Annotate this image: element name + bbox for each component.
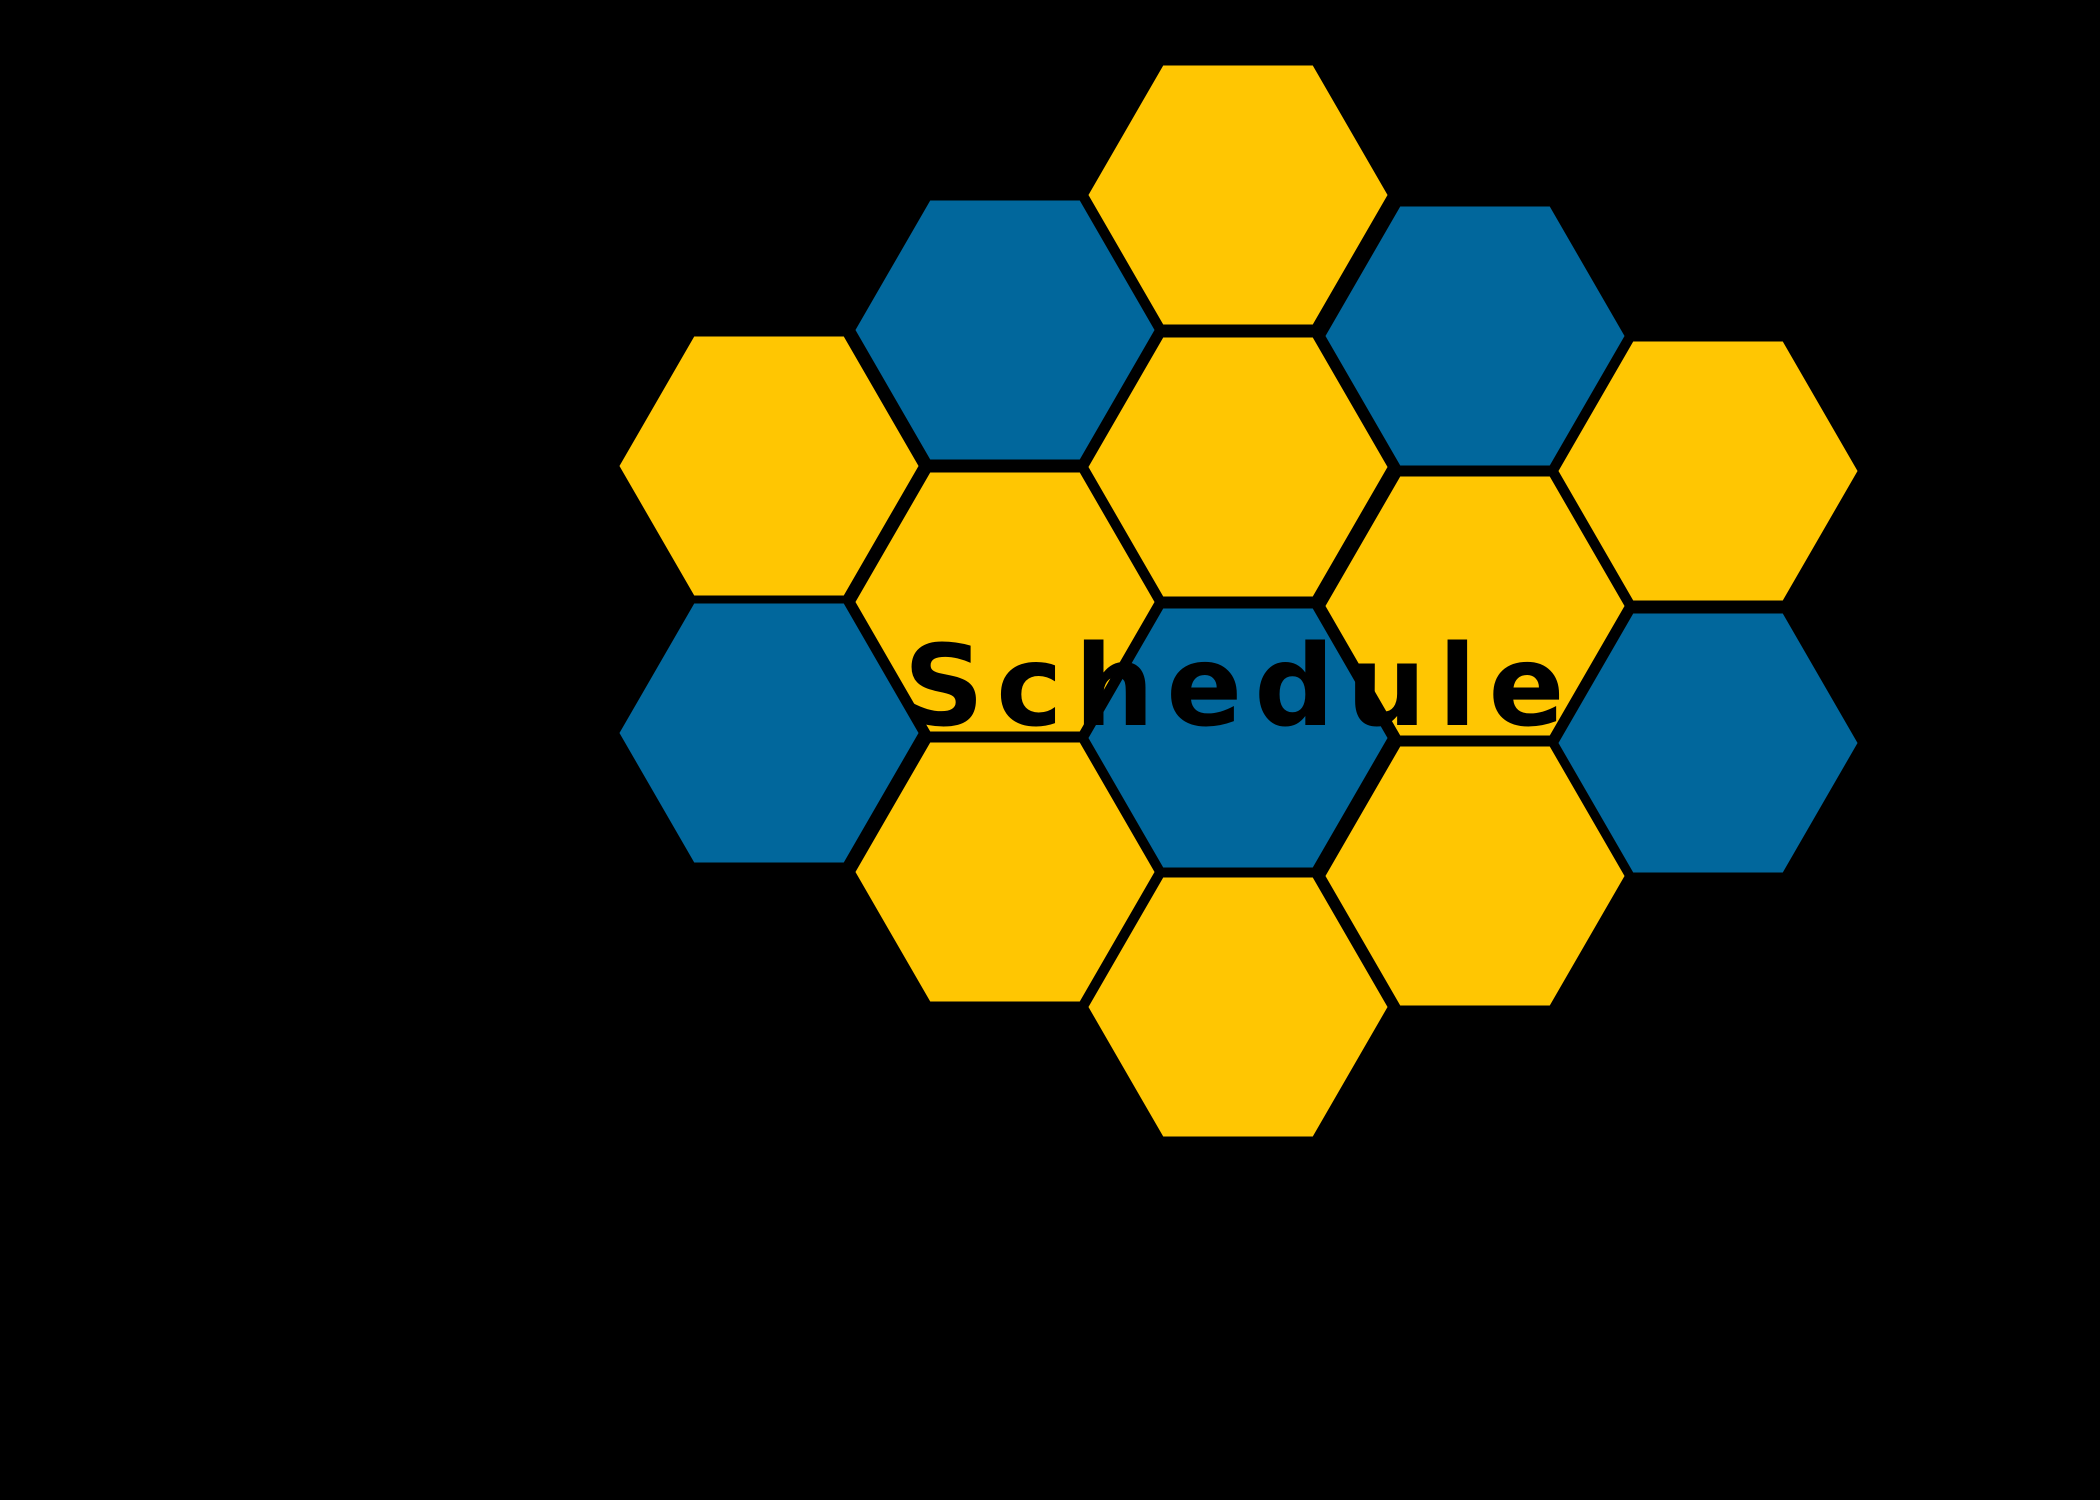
hex-upper-left-inner: [848, 194, 1162, 466]
hex-lower-left-inner: [848, 736, 1162, 1008]
hex-right-lower: [1551, 607, 1865, 879]
honeycomb-title: Schedule: [903, 622, 1576, 752]
hex-right-inner-middle: [1318, 470, 1632, 742]
honeycomb-cluster: [612, 59, 1865, 1143]
hex-left-lower: [612, 597, 926, 869]
hex-left-inner-middle: [848, 466, 1162, 738]
hex-center-upper: [1081, 331, 1395, 603]
hex-center: [1081, 602, 1395, 874]
hex-top-center: [1081, 59, 1395, 331]
hex-bottom-center: [1081, 871, 1395, 1143]
hex-right-upper: [1551, 335, 1865, 607]
hex-upper-right-inner: [1318, 200, 1632, 472]
hex-lower-right-inner: [1318, 740, 1632, 1012]
